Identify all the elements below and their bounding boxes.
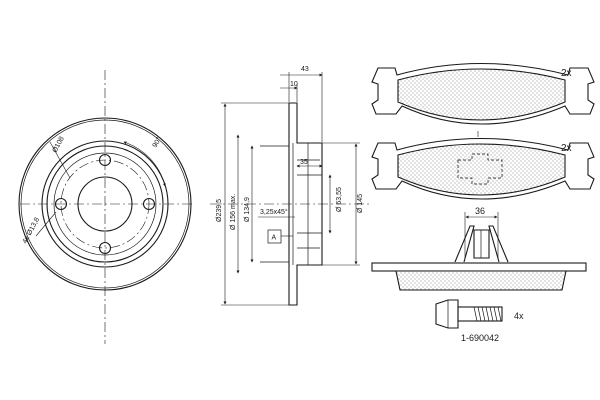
top-pad-friction-material: [397, 68, 566, 121]
marking-box: [267, 229, 282, 244]
bolt-quantity: 4x: [514, 311, 524, 321]
hat-diameter-label: Ø 145: [357, 194, 364, 213]
disc-pcd-circle: [60, 159, 150, 249]
disc-section-view: Ø239,5 Ø 156 max. Ø 134,9 43 10 35 Ø 63,…: [210, 66, 372, 306]
width-label: 43: [301, 66, 309, 73]
bolt-head: [435, 299, 459, 329]
chamfer-label: 3,25x45°: [260, 208, 288, 216]
angle-label: 90°: [151, 136, 163, 149]
outer-diameter-label: Ø239,5: [216, 199, 223, 222]
bolt-hole-top: [98, 153, 112, 167]
bolt-hole-right: [142, 197, 156, 211]
disc-front-view: 90° Ø108 4x Ø13,8: [18, 70, 192, 344]
bolt-hole-left: [54, 197, 68, 211]
disc-center-bore: [77, 176, 133, 232]
bolt-hole-leader: [35, 211, 57, 237]
disc-hat-inner-circle: [53, 152, 157, 256]
hat-label: 35: [300, 159, 308, 166]
pcd-leader: [49, 141, 71, 179]
bolt-part-number: 1-690042: [461, 333, 499, 343]
clip-right-arm: [488, 225, 509, 263]
bolt: 4x 1-690042: [435, 299, 524, 343]
bolt-hole-bottom: [98, 241, 112, 255]
top-pad-quantity: 2x: [561, 68, 572, 79]
hub-label: Ø 134,9: [244, 197, 251, 222]
bottom-pad-friction-material: [397, 143, 566, 196]
bottom-pad-backing-plate: [371, 137, 595, 200]
bolt-hole-label: 4x Ø13,8: [22, 216, 42, 244]
disc-outer-edge-circle: [20, 119, 190, 289]
clip-left-arm: [454, 225, 475, 263]
disc-friction-ring-inner: [41, 140, 169, 268]
bore-label: Ø 63,55: [336, 187, 343, 212]
disc-outer-circle: [18, 117, 192, 291]
thickness-label: 10: [290, 81, 298, 88]
clip-body: [473, 229, 490, 259]
top-pad-backing-plate: [371, 62, 595, 125]
side-view-backing-plate: [371, 262, 587, 272]
bottom-pad-clip-outline: [457, 153, 503, 185]
bottom-pad-quantity: 2x: [561, 143, 572, 154]
brake-pads: 2x 2x 36: [371, 62, 595, 291]
disc-hat-circle: [46, 145, 164, 263]
center-diameter-label: Ø 156 max.: [230, 194, 237, 230]
angle-dim-arc: [123, 141, 166, 187]
marking-letter: A: [272, 235, 277, 242]
pad-width-label: 36: [475, 206, 485, 216]
pcd-label: Ø108: [52, 135, 66, 154]
bolt-shank: [457, 306, 503, 322]
side-view-friction-material: [395, 270, 567, 291]
bolt-thread: [473, 306, 502, 322]
